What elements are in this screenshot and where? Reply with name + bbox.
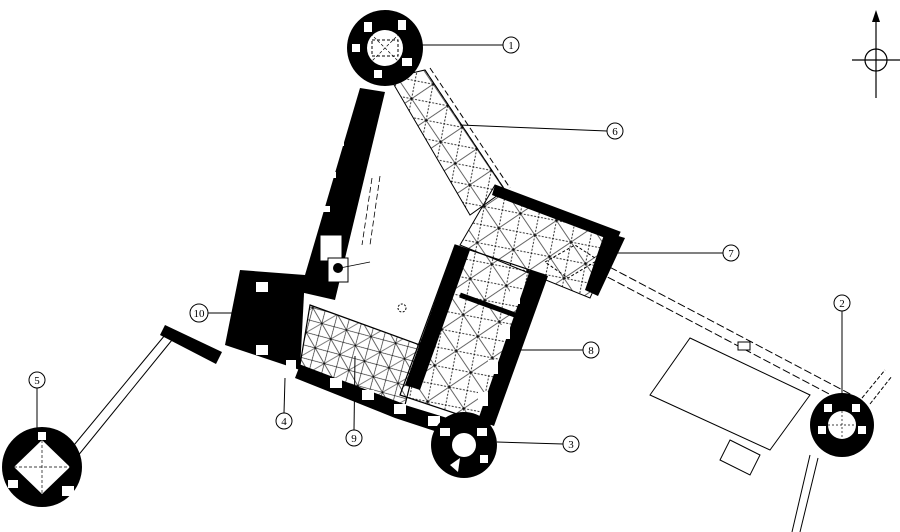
callout-10: 10 xyxy=(189,303,209,323)
tower-1 xyxy=(347,10,423,86)
callout-label: 1 xyxy=(508,40,514,52)
callout-label: 5 xyxy=(34,375,40,387)
callout-1: 1 xyxy=(502,36,520,54)
outbuilding xyxy=(649,337,819,532)
wall-to-tower-5 xyxy=(59,334,173,469)
callout-5: 5 xyxy=(28,371,46,389)
callout-label: 7 xyxy=(728,248,734,260)
callout-label: 10 xyxy=(194,308,206,320)
callout-9: 9 xyxy=(345,429,363,447)
callout-label: 4 xyxy=(281,416,287,428)
callout-label: 3 xyxy=(568,439,574,451)
callout-label: 2 xyxy=(839,298,845,310)
callout-6: 6 xyxy=(606,122,624,140)
callout-2: 2 xyxy=(833,294,851,312)
room-9 xyxy=(295,304,470,440)
leader-lines xyxy=(36,44,843,445)
tower-2 xyxy=(810,369,893,457)
west-wall xyxy=(300,88,385,300)
callout-8: 8 xyxy=(582,341,600,359)
west-wall-fragment xyxy=(160,325,222,364)
wall-to-tower-2 xyxy=(597,261,853,406)
callout-label: 6 xyxy=(612,126,618,138)
callout-3: 3 xyxy=(562,435,580,453)
tower-5 xyxy=(2,427,82,507)
tower-3 xyxy=(431,412,497,478)
north-arrow-icon xyxy=(852,10,900,98)
callout-label: 8 xyxy=(588,345,594,357)
room-7 xyxy=(459,184,625,299)
room-10 xyxy=(225,270,305,372)
room-8 xyxy=(399,244,548,426)
courtyard xyxy=(333,175,407,313)
callout-7: 7 xyxy=(722,244,740,262)
callout-4: 4 xyxy=(275,412,293,430)
callout-label: 9 xyxy=(351,433,357,445)
